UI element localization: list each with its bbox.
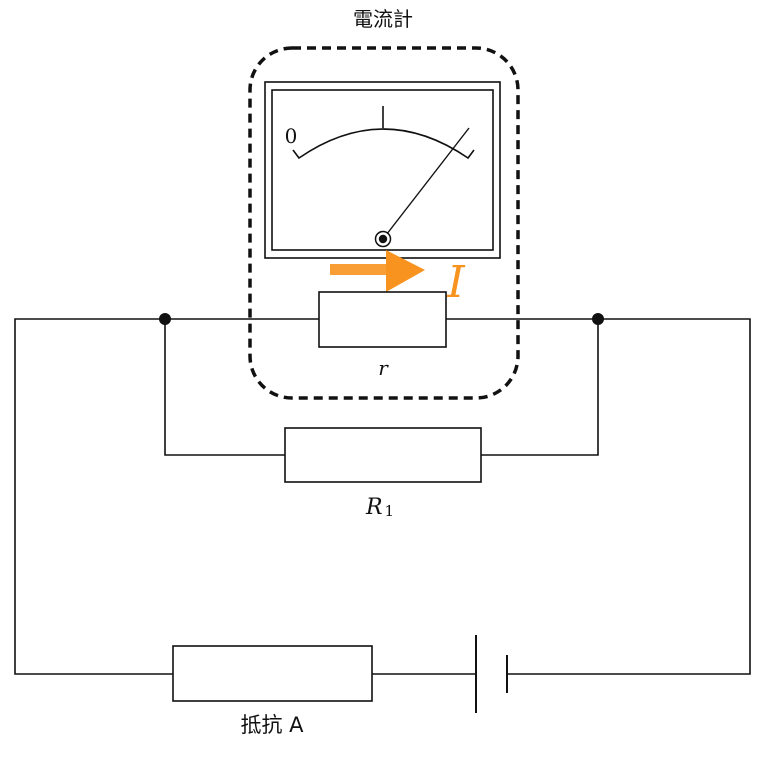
ammeter-boundary <box>248 46 520 400</box>
r1-label-sub: 1 <box>385 502 395 520</box>
meter-scale-arc <box>292 128 475 160</box>
resistor-a-label: 抵抗 A <box>240 713 304 737</box>
meter-face: 0 <box>264 81 501 259</box>
resistor-a <box>172 645 373 702</box>
meter-title: 電流計 <box>353 7 413 31</box>
r1-label-main: R <box>365 495 383 520</box>
zero-label: 0 <box>285 124 298 148</box>
resistor-r1 <box>284 427 482 483</box>
resistor-r-label: r <box>378 356 389 380</box>
meter-needle <box>382 127 470 240</box>
junction-node-right <box>592 313 604 325</box>
current-arrow <box>330 250 425 292</box>
resistor-r <box>318 291 447 348</box>
junction-node-left <box>159 313 171 325</box>
battery <box>475 635 508 713</box>
current-label: I <box>446 257 466 308</box>
